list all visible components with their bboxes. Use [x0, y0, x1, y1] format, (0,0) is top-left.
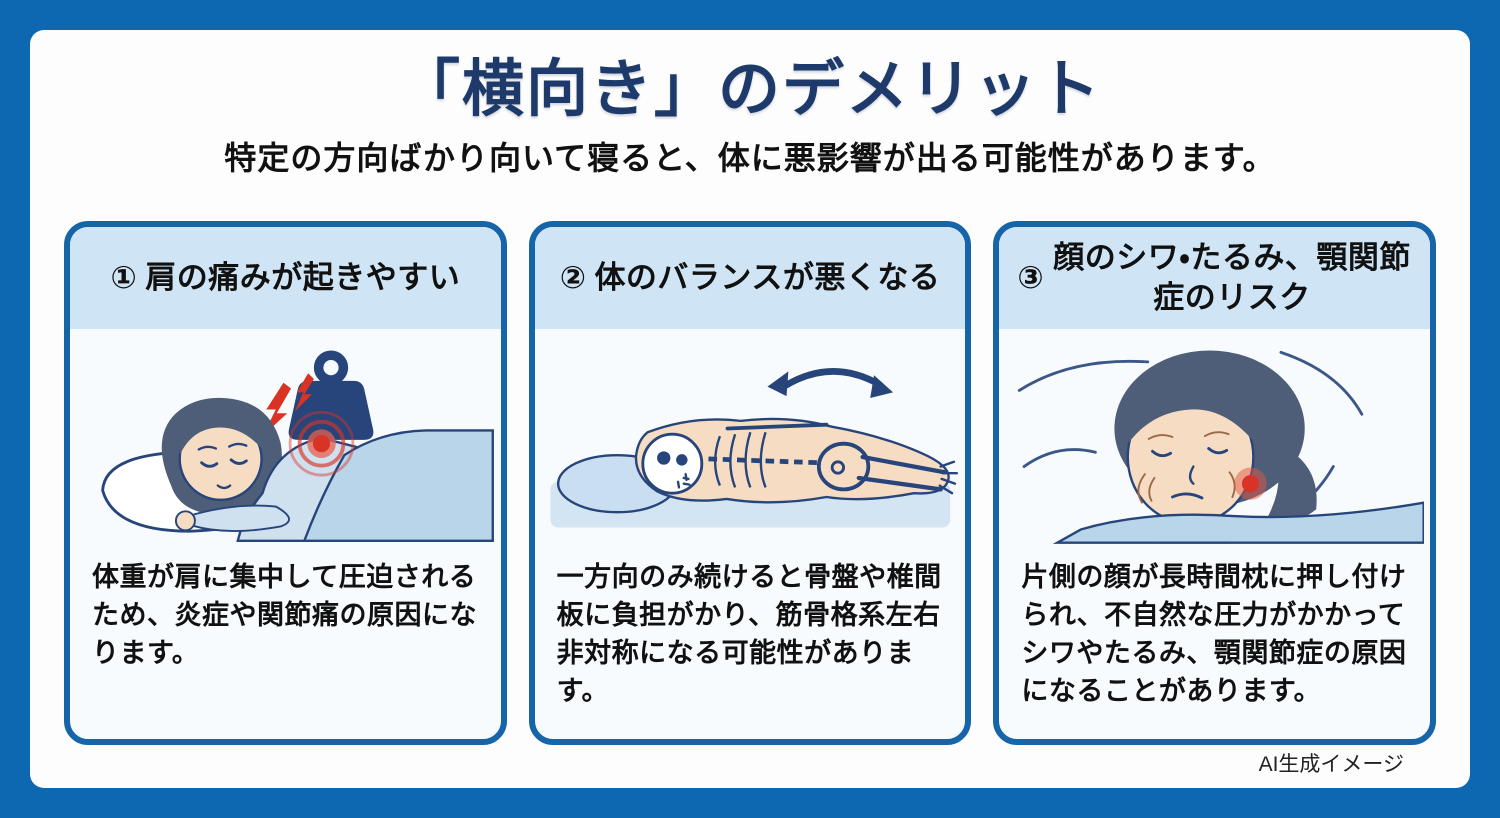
card-heading-label: 体のバランスが悪くなる — [594, 260, 941, 296]
side-lying-skeleton-icon — [550, 368, 958, 528]
card-number: ① — [110, 260, 138, 296]
card-body-text: 片側の顔が長時間枕に押し付けられ、不自然な圧力がかかってシワやたるみ、顎関節症の… — [1021, 562, 1407, 706]
card-heading-label: 顔のシワ・たるみ、顎関節症のリスク — [1053, 240, 1411, 316]
card-body-text: 一方向のみ続けると骨盤や椎間板に負担がかり、筋骨格系左右非対称になる可能性があり… — [556, 562, 942, 706]
pressed-face-illustration — [999, 329, 1430, 545]
card-body-text: 体重が肩に集中して圧迫されるため、炎症や関節痛の原因になります。 — [92, 562, 477, 668]
card-heading-label: 肩の痛みが起きやすい — [145, 260, 461, 296]
sleeping-woman-weight-icon — [101, 350, 494, 543]
card-number: ② — [559, 260, 587, 296]
content-panel: 「横向き」のデメリット 特定の方向ばかり向いて寝ると、体に悪影響が出る可能性があ… — [30, 30, 1470, 788]
elderly-face-on-pillow-icon — [1018, 350, 1425, 545]
page-subtitle: 特定の方向ばかり向いて寝ると、体に悪影響が出る可能性があります。 — [224, 140, 1276, 177]
card-number: ③ — [1017, 260, 1045, 296]
shoulder-pain-illustration — [70, 329, 501, 545]
skeleton-illustration — [535, 329, 966, 545]
ai-generated-credit: AI生成イメージ — [1258, 753, 1404, 776]
page-title: 「横向き」のデメリット — [397, 55, 1102, 124]
